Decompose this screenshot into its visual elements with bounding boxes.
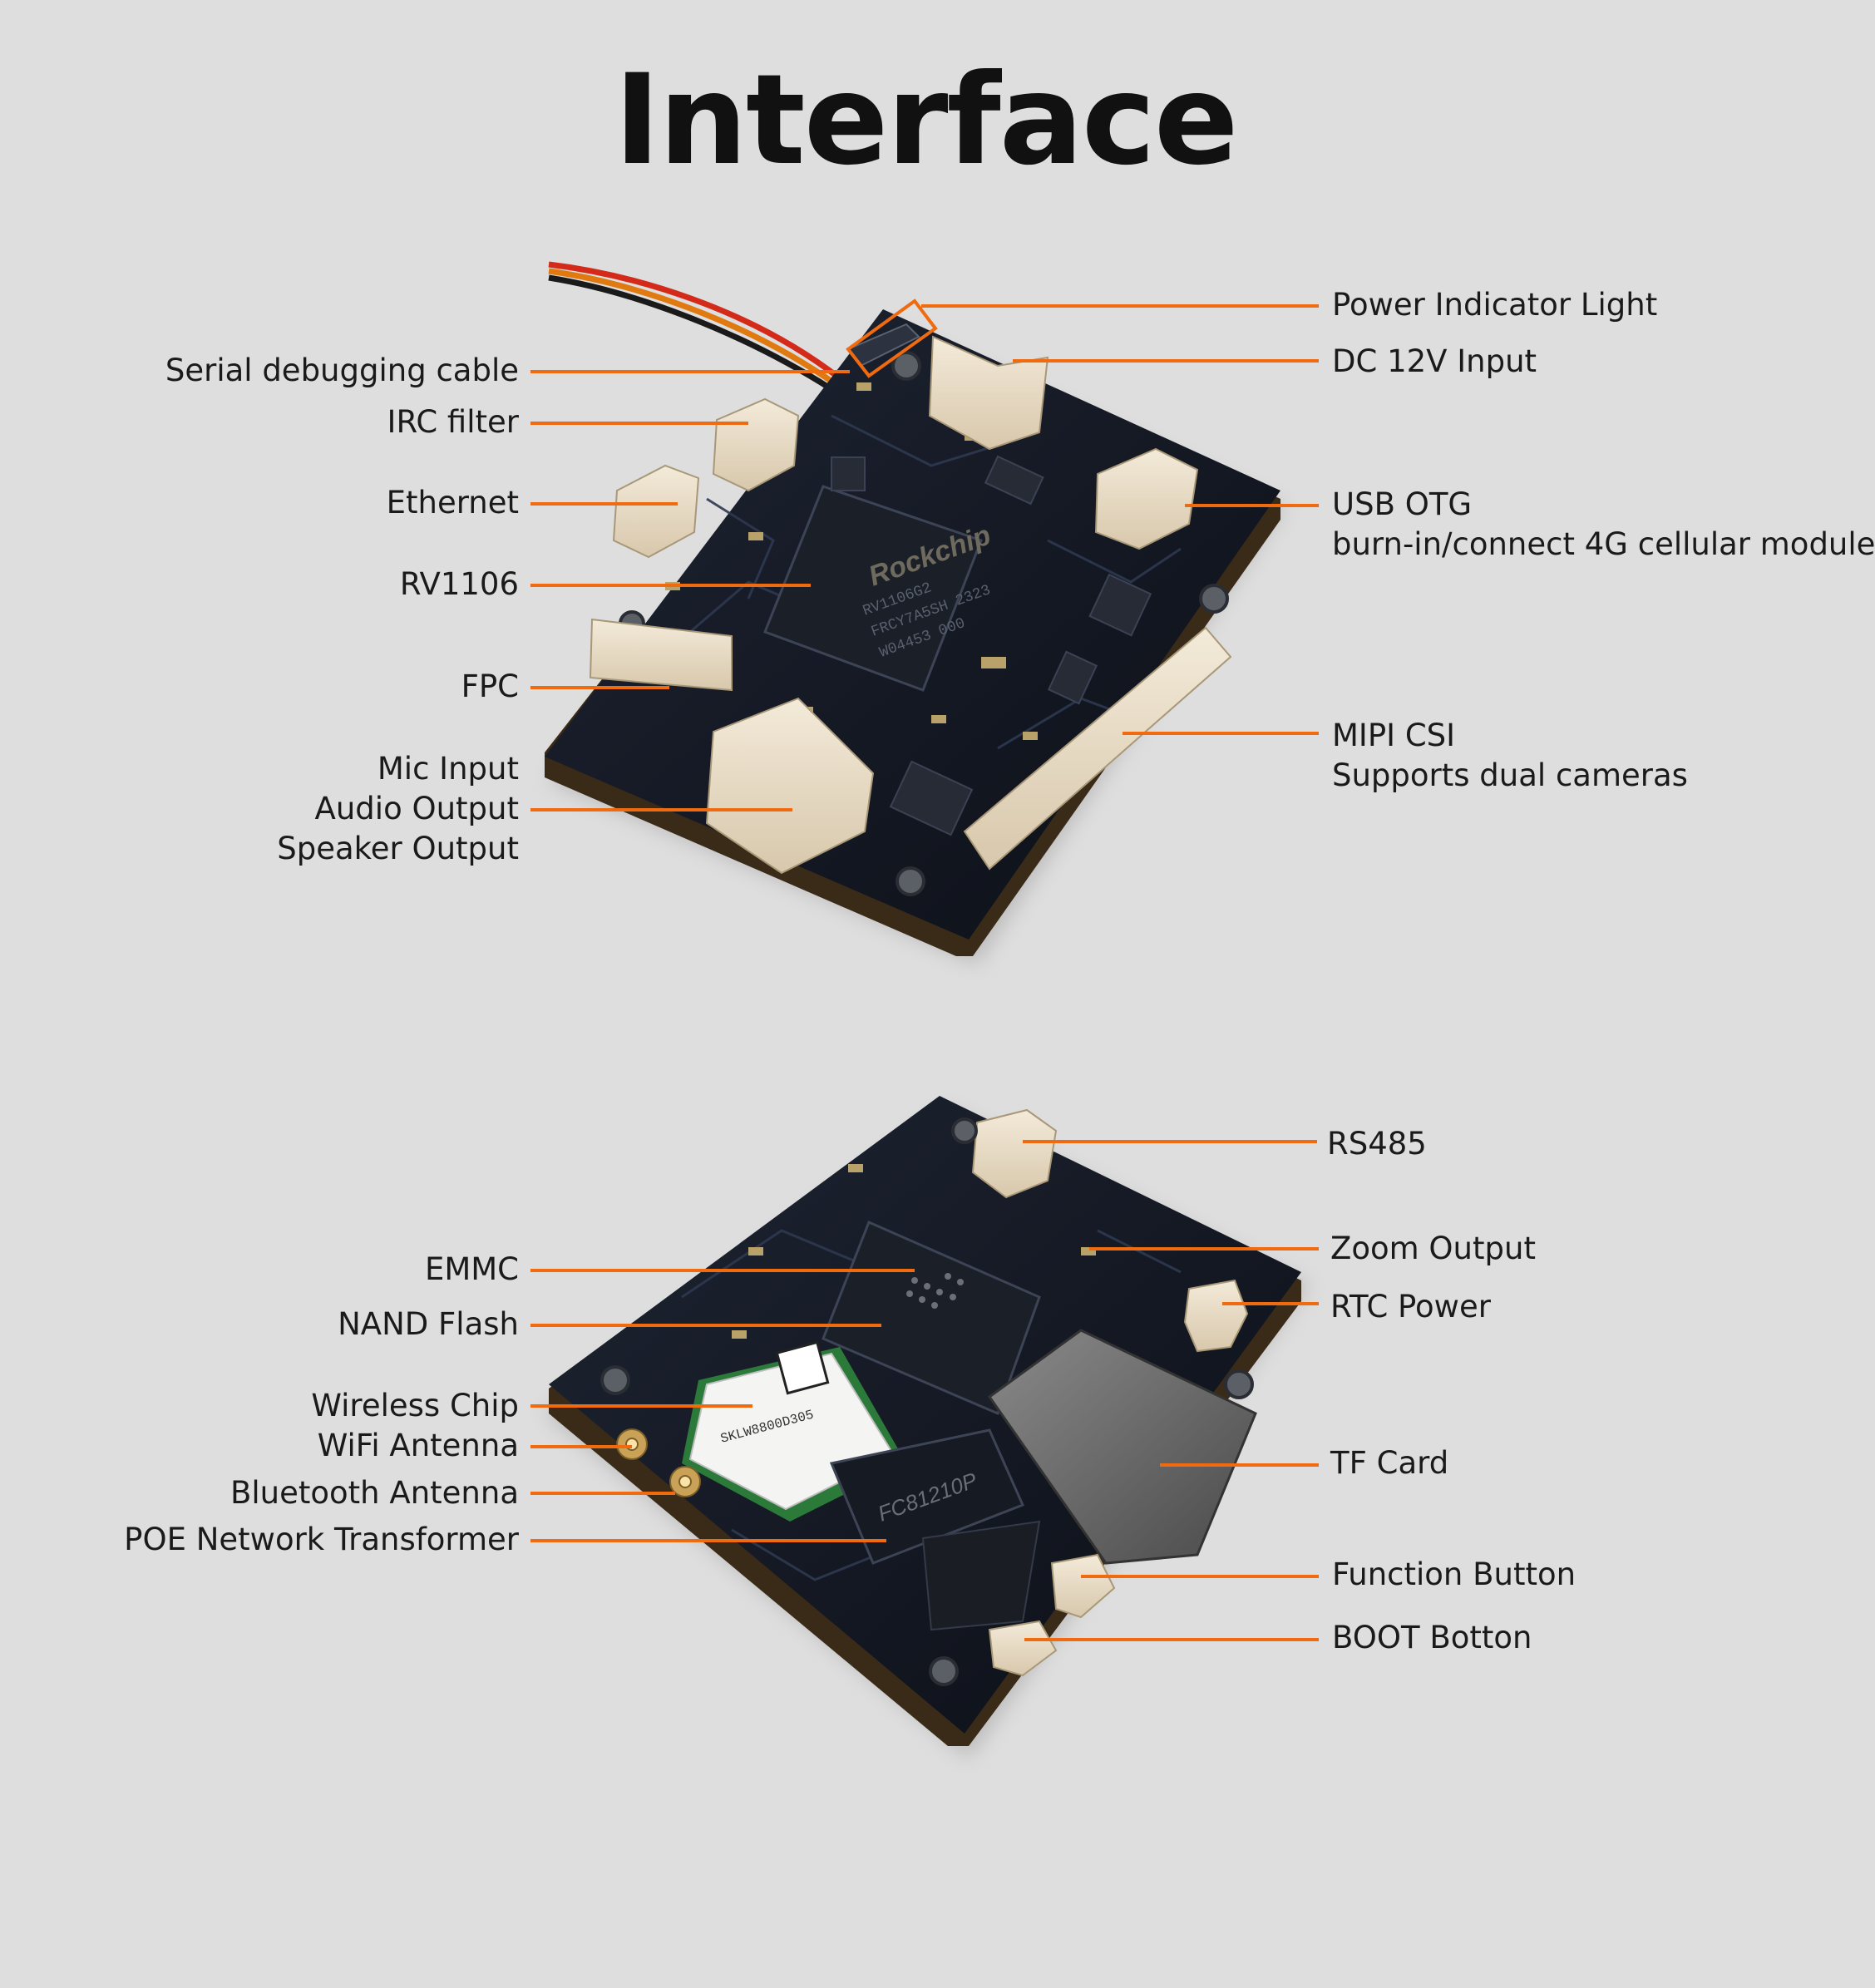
label-ethernet: Ethernet	[386, 485, 519, 520]
label-irc-filter: IRC filter	[387, 404, 519, 440]
label-rtc-power: RTC Power	[1330, 1289, 1491, 1325]
label-fpc: FPC	[461, 668, 519, 704]
label-mipi-csi: MIPI CSI Supports dual cameras	[1332, 718, 1688, 793]
label-nand-flash: NAND Flash	[338, 1306, 519, 1342]
label-usb-otg: USB OTG burn-in/connect 4G cellular modu…	[1332, 486, 1875, 562]
label-emmc: EMMC	[424, 1251, 519, 1287]
leader-lines	[530, 298, 1319, 1641]
label-bluetooth-antenna: Bluetooth Antenna	[230, 1475, 519, 1511]
label-boot-button: BOOT Botton	[1332, 1620, 1532, 1655]
label-wireless-chip: Wireless Chip	[311, 1388, 519, 1423]
label-audio: Mic Input Audio Output Speaker Output	[277, 751, 519, 866]
page-title: Interface	[614, 48, 1238, 193]
bottom-board: SKLW8800D305 FC81210P	[545, 1096, 1310, 1759]
label-serial-debugging-cable: Serial debugging cable	[165, 353, 519, 388]
label-function-button: Function Button	[1332, 1556, 1576, 1592]
label-power-indicator-light: Power Indicator Light	[1332, 287, 1658, 323]
label-zoom-output: Zoom Output	[1330, 1231, 1536, 1266]
label-poe-network-transformer: POE Network Transformer	[124, 1522, 519, 1557]
top-board: Rockchip RV1106G2 FRCY7A5SH 2323 W04453 …	[545, 261, 1285, 964]
label-rv1106: RV1106	[399, 566, 519, 602]
label-tf-card: TF Card	[1330, 1445, 1449, 1481]
label-wifi-antenna: WiFi Antenna	[317, 1428, 519, 1463]
label-dc-12v-input: DC 12V Input	[1332, 343, 1537, 379]
label-rs485: RS485	[1327, 1126, 1427, 1162]
